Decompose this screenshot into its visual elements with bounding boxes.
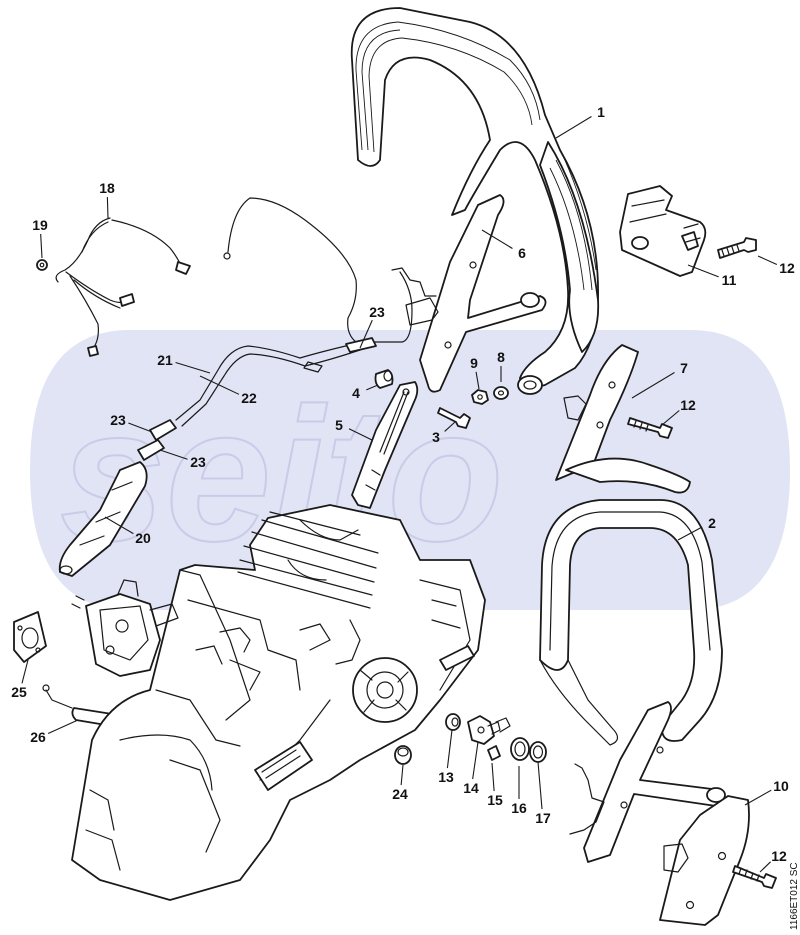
callout-label-23: 22	[241, 390, 257, 406]
flywheel	[352, 657, 418, 723]
doc-id: 1166ET012 SC	[789, 862, 800, 930]
callout-label-22: 21	[157, 352, 173, 368]
part-25-gasket	[13, 611, 47, 663]
part-15-clip	[487, 717, 511, 761]
part-13-bushing	[445, 713, 461, 731]
callout-leader-3	[366, 384, 379, 391]
callout-leader-19	[106, 196, 109, 219]
callout-label-4: 5	[335, 417, 343, 433]
drive-sprocket	[439, 645, 475, 671]
callout-leader-28	[21, 659, 29, 684]
callout-leader-22	[175, 361, 211, 374]
part-23-sleeve-b	[137, 439, 165, 461]
part-6-bracket-upper	[391, 194, 547, 393]
callout-label-11: 12	[779, 260, 795, 276]
callout-leader-9	[744, 789, 772, 806]
callout-label-8: 9	[470, 355, 478, 371]
callout-label-3: 4	[352, 385, 360, 401]
callout-label-9: 10	[773, 778, 789, 794]
part-7-guard-plate	[555, 344, 691, 494]
callout-leader-27	[400, 764, 404, 786]
callout-label-0: 1	[597, 104, 605, 120]
callout-leader-10	[687, 264, 719, 278]
callout-label-28: 25	[11, 684, 27, 700]
part-12-screw-bottom	[732, 865, 777, 889]
callout-leader-1	[677, 526, 703, 541]
callout-label-16: 15	[487, 792, 503, 808]
callout-label-18: 17	[535, 810, 551, 826]
callout-leader-0	[555, 116, 592, 139]
part-20-shroud	[58, 461, 148, 577]
callout-leader-4	[348, 428, 373, 441]
part-8-washer	[493, 386, 509, 400]
part-5-av-arm	[351, 381, 419, 509]
callout-label-14: 13	[438, 769, 454, 785]
callout-leader-13	[759, 861, 771, 873]
callout-leader-14	[446, 729, 453, 769]
part-6-bracket-lower	[569, 701, 726, 863]
part-19-nut	[36, 259, 48, 271]
callout-label-6: 7	[680, 360, 688, 376]
callout-leader-29	[47, 719, 79, 734]
callout-leader-23	[199, 375, 240, 395]
part-11-damper	[619, 185, 707, 277]
saw-housing	[71, 504, 486, 901]
callout-leader-20	[40, 233, 43, 259]
part-12-screw-top	[717, 237, 757, 259]
callout-label-26: 23	[190, 454, 206, 470]
callout-label-27: 24	[392, 786, 408, 802]
part-21-22-cable	[137, 197, 413, 461]
callout-label-7: 8	[497, 349, 505, 365]
callout-label-20: 19	[32, 217, 48, 233]
callout-leader-18	[537, 761, 543, 810]
part-17-o-ring	[529, 741, 547, 763]
carburetor	[71, 579, 179, 677]
part-3-screw	[437, 407, 471, 429]
callout-leader-5	[481, 229, 513, 249]
callout-label-25: 23	[110, 412, 126, 428]
callout-label-21: 20	[135, 530, 151, 546]
part-18-wiring-harness	[55, 217, 191, 357]
callout-leader-2	[444, 421, 456, 432]
callout-leader-24	[359, 319, 373, 349]
callout-label-17: 16	[511, 800, 527, 816]
part-14-valve	[467, 715, 501, 745]
callout-leader-25	[128, 422, 153, 433]
callout-leader-15	[472, 741, 479, 780]
callout-label-10: 11	[722, 272, 737, 288]
part-23-sleeve-a	[149, 419, 177, 441]
callout-leader-12	[661, 410, 680, 426]
cylinder-fins	[237, 511, 379, 609]
callout-label-24: 23	[369, 304, 385, 320]
callout-leader-6	[631, 372, 675, 399]
callout-label-29: 26	[30, 729, 46, 745]
callout-label-5: 6	[518, 245, 526, 261]
callout-label-13: 12	[771, 848, 787, 864]
callout-label-12: 12	[680, 397, 696, 413]
callout-leader-26	[159, 449, 188, 460]
part-10-guard-lower	[659, 795, 750, 926]
callout-label-19: 18	[99, 180, 115, 196]
callout-leader-21	[104, 516, 134, 535]
part-9-nut	[471, 389, 489, 405]
callout-leader-8	[475, 371, 480, 390]
callout-leader-16	[491, 762, 495, 792]
callout-label-1: 2	[708, 515, 716, 531]
part-1-handlebar	[350, 7, 600, 395]
callout-label-2: 3	[432, 429, 440, 445]
part-24-grommet	[394, 745, 412, 765]
callout-leader-11	[757, 255, 778, 266]
part-4-sleeve	[374, 369, 394, 389]
part-12-screw-mid	[627, 417, 673, 439]
callout-label-15: 14	[463, 780, 479, 796]
part-16-o-ring	[510, 737, 530, 761]
grip-ribs	[355, 21, 597, 291]
